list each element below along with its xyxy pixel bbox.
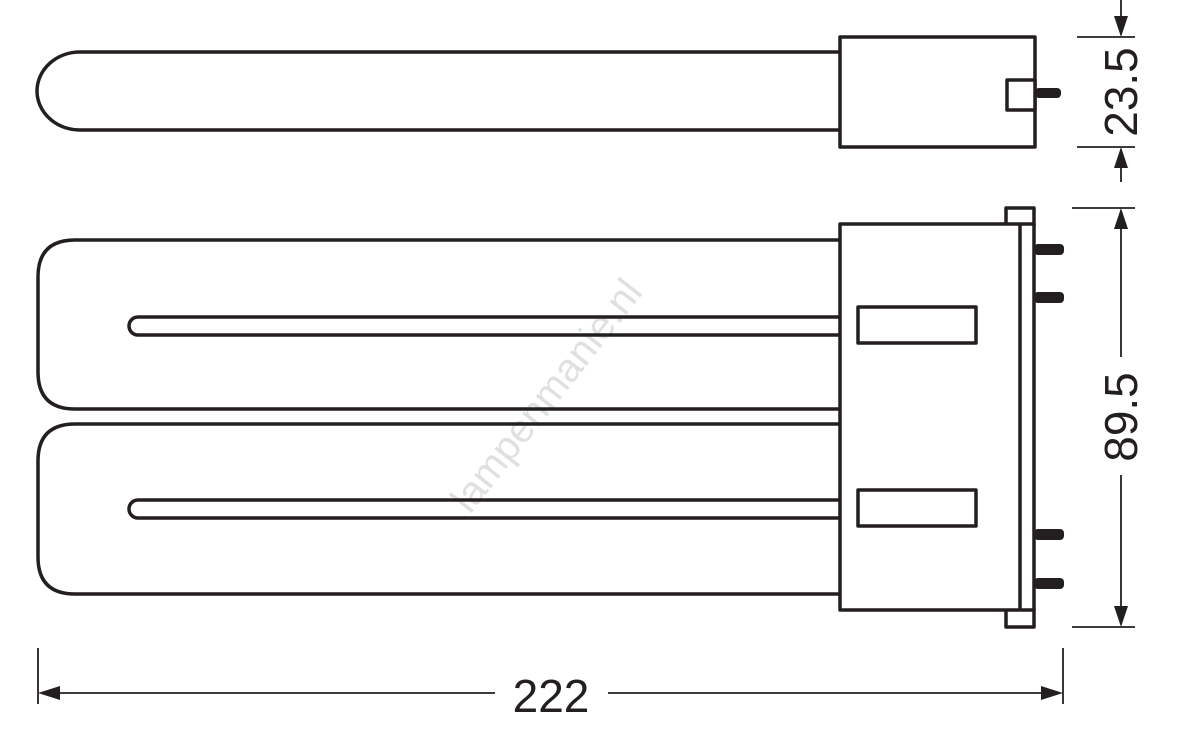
pin-1 — [1034, 244, 1064, 255]
arrow-down-icon — [1114, 16, 1128, 37]
base-window-lower — [856, 488, 978, 528]
dimension-length: 222 — [37, 648, 1064, 722]
base-side — [838, 35, 1037, 149]
base-side-key — [1005, 78, 1037, 112]
base-front-housing — [838, 222, 1036, 612]
tube-upper-outline — [36, 238, 842, 411]
tube-lower-inner — [127, 498, 842, 520]
lamp-front-view — [36, 206, 1064, 629]
base-window-upper — [856, 305, 978, 345]
pin-side — [1035, 88, 1061, 98]
dimension-height-double: 89.5 — [1072, 207, 1147, 628]
pin-2 — [1034, 292, 1064, 303]
dimension-height-single: 23.5 — [1077, 0, 1147, 182]
arrow-left-icon — [38, 686, 60, 700]
watermark-text: lampenmanie.nl — [442, 271, 651, 521]
pin-4 — [1034, 578, 1064, 589]
arrow-right-icon — [1041, 686, 1063, 700]
tube-upper-inner — [127, 315, 842, 337]
arrow-up-icon — [1114, 208, 1128, 229]
dimension-label-23-5: 23.5 — [1095, 47, 1147, 137]
tube-lower-outline — [36, 422, 842, 596]
dimension-label-89-5: 89.5 — [1095, 372, 1147, 462]
tube-side-outline — [35, 50, 842, 132]
lamp-side-view — [35, 35, 1061, 149]
arrow-up-icon — [1114, 147, 1128, 168]
dimension-label-222: 222 — [513, 670, 590, 722]
pin-3 — [1034, 529, 1064, 540]
arrow-down-icon — [1114, 606, 1128, 627]
